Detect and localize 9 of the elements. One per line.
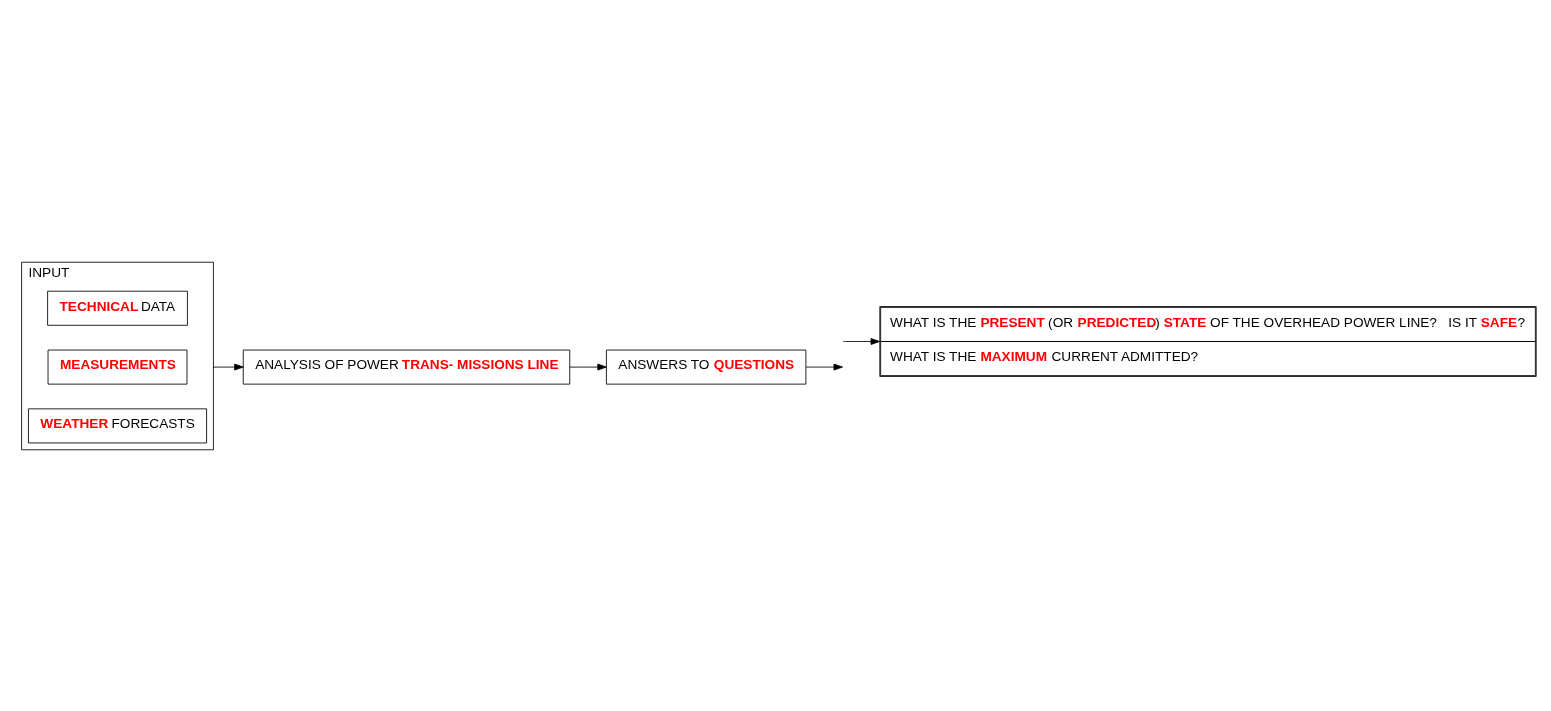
- arrow: [569, 363, 607, 370]
- arrow: [842, 337, 880, 345]
- arrow: [213, 363, 244, 370]
- node-box: ANSWERS TO QUESTIONS: [606, 349, 807, 385]
- node-box: TECHNICAL DATA: [47, 290, 188, 326]
- arrow: [805, 363, 843, 370]
- node-box: WEATHER FORECASTS: [28, 407, 208, 443]
- node-box: ANALYSIS OF POWER TRANS- MISSIONS LINE: [242, 349, 571, 385]
- node-box: MEASUREMENTS: [47, 349, 188, 385]
